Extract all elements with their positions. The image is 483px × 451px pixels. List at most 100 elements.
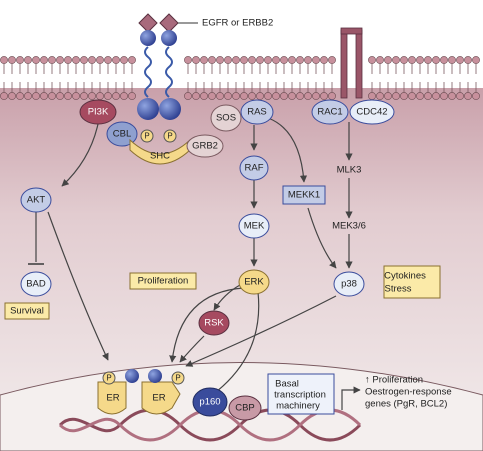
phospho-er-right: P (171, 371, 185, 385)
svg-text:GRB2: GRB2 (192, 141, 218, 152)
node-raf[interactable]: RAF (239, 155, 269, 181)
lipid-head (320, 56, 328, 64)
lipid-head (0, 56, 8, 64)
node-mek[interactable]: MEK (238, 213, 270, 239)
svg-text:machinery: machinery (276, 401, 320, 412)
lipid-head (240, 56, 248, 64)
lipid-head (296, 56, 304, 64)
node-mlk3[interactable]: MLK3 (337, 165, 362, 176)
svg-text:genes (PgR, BCL2): genes (PgR, BCL2) (365, 399, 447, 410)
lipid-head (456, 92, 464, 100)
lipid-head (248, 92, 256, 100)
lipid-head (80, 92, 88, 100)
lipid-head (112, 56, 120, 64)
node-er-left[interactable]: ER (106, 393, 119, 404)
phospho-er-left: P (102, 371, 116, 385)
lipid-head (472, 92, 480, 100)
lipid-head (112, 92, 120, 100)
lipid-head (96, 56, 104, 64)
lipid-head (64, 56, 72, 64)
node-sos[interactable]: SOS (210, 104, 242, 132)
lipid-head (408, 92, 416, 100)
svg-text:AKT: AKT (27, 195, 46, 206)
node-grb2[interactable]: GRB2 (186, 134, 224, 158)
svg-text:RAC1: RAC1 (317, 107, 342, 118)
node-bad[interactable]: BAD (20, 271, 52, 297)
lipid-head (432, 92, 440, 100)
svg-text:P: P (106, 374, 111, 383)
lipid-head (40, 92, 48, 100)
node-erk[interactable]: ERK (238, 269, 270, 295)
lipid-head (232, 56, 240, 64)
svg-text:Survival: Survival (10, 306, 44, 317)
node-cbp[interactable]: CBP (228, 395, 262, 421)
lipid-head (416, 92, 424, 100)
svg-text:Stress: Stress (385, 284, 412, 295)
lipid-head (368, 92, 376, 100)
svg-text:CBL: CBL (113, 129, 131, 140)
lipid-head (464, 92, 472, 100)
lipid-head (184, 56, 192, 64)
svg-text:RAS: RAS (247, 107, 267, 118)
lipid-head (312, 92, 320, 100)
svg-text:p38: p38 (341, 279, 357, 290)
svg-text:SOS: SOS (216, 113, 236, 124)
phospho-shc-2: P (163, 129, 177, 143)
lipid-head (328, 92, 336, 100)
lipid-head (224, 92, 232, 100)
svg-text:SHC: SHC (150, 151, 170, 162)
lipid-head (208, 92, 216, 100)
lipid-head (184, 92, 192, 100)
lipid-head (384, 92, 392, 100)
lipid-head (200, 92, 208, 100)
node-akt[interactable]: AKT (20, 187, 52, 213)
lipid-head (376, 56, 384, 64)
lipid-head (24, 92, 32, 100)
lipid-head (416, 56, 424, 64)
lipid-head (256, 92, 264, 100)
node-ras[interactable]: RAS (240, 99, 274, 125)
svg-text:Oestrogen-response: Oestrogen-response (365, 387, 452, 398)
node-cdc42[interactable]: CDC42 (349, 99, 395, 125)
lipid-head (280, 56, 288, 64)
box-survival: Survival (4, 302, 50, 320)
node-p160[interactable]: p160 (192, 387, 228, 417)
lipid-head (32, 92, 40, 100)
lipid-head (88, 56, 96, 64)
node-pi3k[interactable]: PI3K (79, 99, 117, 125)
lipid-head (368, 56, 376, 64)
lipid-head (440, 56, 448, 64)
box-basal-machinery: Basal transcription machinery (267, 373, 335, 415)
lipid-head (120, 56, 128, 64)
lipid-head (456, 56, 464, 64)
node-mek36[interactable]: MEK3/6 (332, 221, 366, 232)
lipid-head (264, 56, 272, 64)
lipid-head (88, 92, 96, 100)
lipid-head (248, 56, 256, 64)
lipid-head (48, 56, 56, 64)
lipid-head (128, 56, 136, 64)
lipid-head (8, 56, 16, 64)
node-rsk[interactable]: RSK (198, 310, 230, 336)
gpcr-staple (340, 27, 363, 99)
lipid-head (16, 92, 24, 100)
lipid-head (0, 92, 8, 100)
lipid-head (48, 92, 56, 100)
lipid-head (200, 56, 208, 64)
lipid-head (192, 56, 200, 64)
er-complex (97, 369, 181, 415)
node-p38[interactable]: p38 (333, 271, 365, 297)
box-proliferation: Proliferation (129, 272, 197, 290)
node-mekk1[interactable]: MEKK1 (282, 185, 326, 205)
lipid-head (320, 92, 328, 100)
node-er-right[interactable]: ER (152, 393, 165, 404)
lipid-head (56, 56, 64, 64)
node-rac1[interactable]: RAC1 (311, 99, 349, 125)
lipid-head (432, 56, 440, 64)
lipid-head (328, 56, 336, 64)
lipid-head (56, 92, 64, 100)
lipid-head (80, 56, 88, 64)
lipid-head (104, 56, 112, 64)
lipid-head (296, 92, 304, 100)
